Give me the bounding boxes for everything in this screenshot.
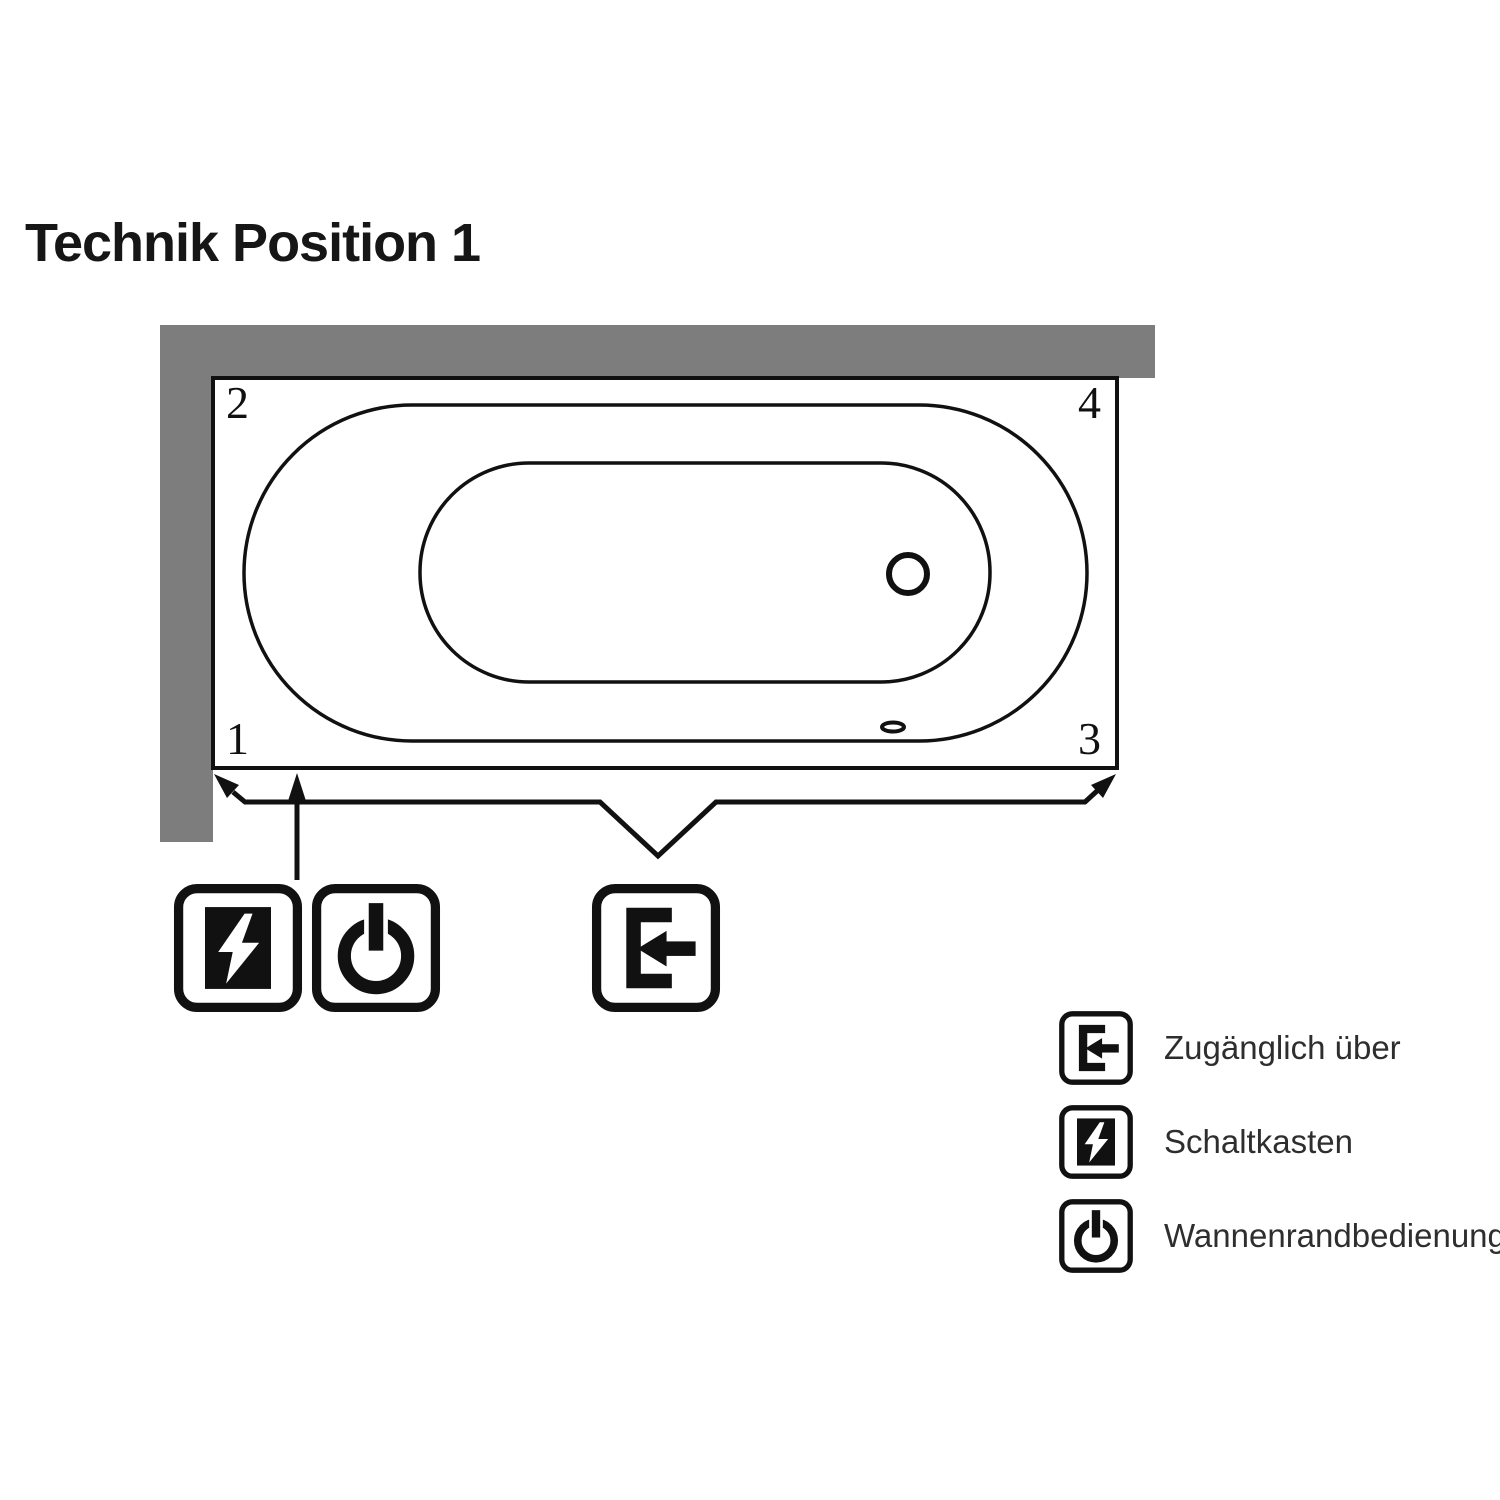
- wall-top: [160, 325, 1155, 378]
- legend-label-power: Wannenrandbedienung: [1164, 1217, 1500, 1254]
- access-panel-icon: [1058, 1010, 1134, 1086]
- corner-label-4: 4: [1078, 377, 1101, 428]
- legend-label-switchbox: Schaltkasten: [1164, 1123, 1353, 1160]
- drain-icon: [886, 552, 930, 596]
- power-icon: [310, 882, 442, 1014]
- legend-item-power: Wannenrandbedienung: [1058, 1198, 1500, 1274]
- access-span-line: [231, 789, 1099, 860]
- tub-outline: [211, 376, 1119, 770]
- arrowhead-corner3: [1091, 774, 1116, 798]
- page-title: Technik Position 1: [25, 213, 481, 273]
- corner-label-1: 1: [226, 713, 249, 764]
- legend: Zugänglich über Schaltkasten Wannenrandb…: [1058, 1010, 1500, 1292]
- power-icon: [1058, 1198, 1134, 1274]
- legend-item-access: Zugänglich über: [1058, 1010, 1500, 1086]
- arrowhead-corner1: [214, 774, 239, 798]
- access-panel-icon: [590, 882, 722, 1014]
- corner-label-2: 2: [226, 377, 249, 428]
- tub-rim: [242, 403, 1089, 743]
- switchbox-icon: [172, 882, 304, 1014]
- wall-left: [160, 325, 213, 842]
- corner-label-3: 3: [1078, 713, 1101, 764]
- legend-label-access: Zugänglich über: [1164, 1029, 1401, 1066]
- tub-basin: [418, 461, 992, 684]
- arrowhead-position1: [288, 773, 306, 801]
- switchbox-icon: [1058, 1104, 1134, 1180]
- legend-item-switchbox: Schaltkasten: [1058, 1104, 1500, 1180]
- overflow-icon: [880, 720, 906, 734]
